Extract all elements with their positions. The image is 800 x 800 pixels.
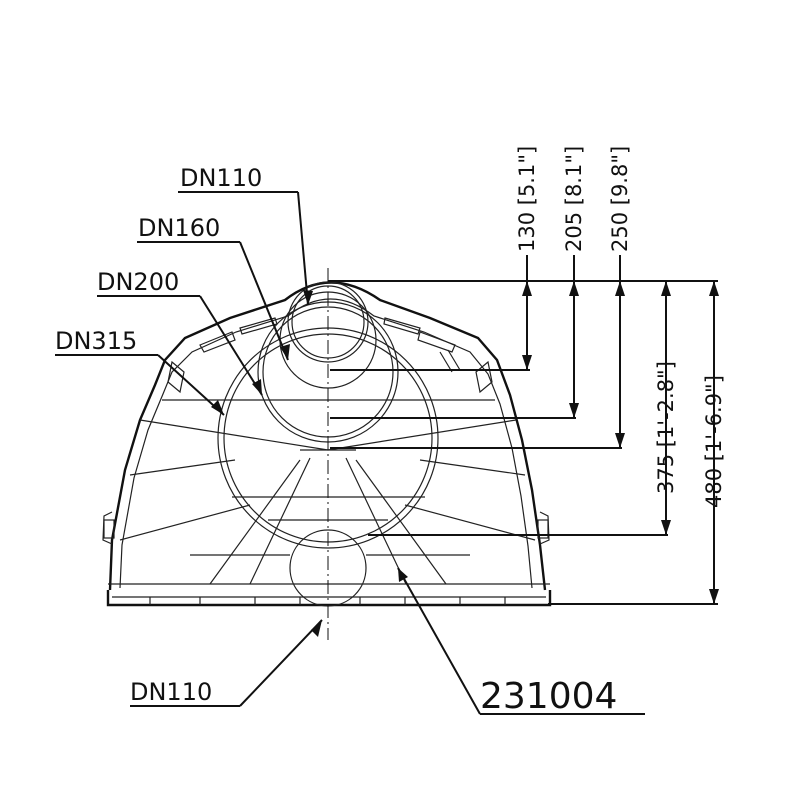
label-dn110-bottom: DN110	[130, 678, 212, 706]
part-number: 231004	[480, 676, 617, 717]
chamber-body	[102, 281, 552, 607]
label-dn110-top: DN110	[180, 164, 262, 192]
dimension-375: 375 [1'-2.8"]	[654, 361, 678, 494]
dimension-480: 480 [1'-6.9"]	[702, 375, 726, 508]
dimension-lines	[328, 255, 719, 605]
label-dn200: DN200	[97, 268, 179, 296]
label-dn160: DN160	[138, 214, 220, 242]
leader-arrowheads	[211, 290, 408, 637]
dimension-130: 130 [5.1"]	[515, 146, 539, 252]
label-dn315: DN315	[55, 327, 137, 355]
label-leaders	[55, 191, 645, 715]
dimension-250: 250 [9.8"]	[608, 146, 632, 252]
dimension-205: 205 [8.1"]	[562, 146, 586, 252]
